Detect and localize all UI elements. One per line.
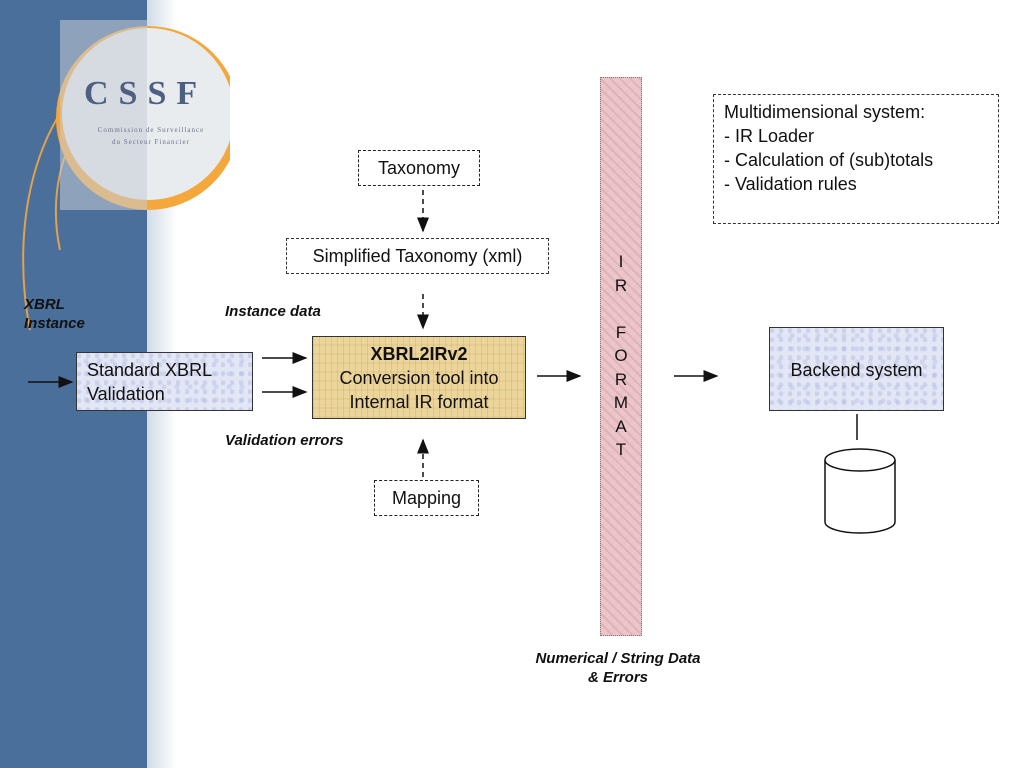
logo-subtitle: Commission de Surveillance du Secteur Fi… [86, 124, 216, 148]
taxonomy-label: Taxonomy [377, 158, 461, 178]
ir-format-bar [600, 77, 642, 636]
simplified-taxonomy-label: Simplified Taxonomy (xml) [312, 246, 523, 266]
ir-letter: R [614, 369, 628, 389]
multidimensional-item: - Calculation of (sub)totals [724, 150, 934, 170]
logo-graphic [22, 20, 230, 331]
mapping-box: Mapping [374, 480, 479, 516]
database-cylinder-top [824, 448, 896, 472]
logo-text: CSSF [84, 75, 208, 112]
database-cylinder-body [824, 460, 896, 534]
ir-letter: A [615, 416, 627, 436]
converter-line-1: Conversion tool into [339, 367, 499, 388]
ir-format-text: I R F O R M A T [600, 250, 642, 462]
ir-letter: I [618, 252, 624, 271]
backend-system-label: Backend system [790, 360, 923, 380]
converter-line-2: Internal IR format [349, 391, 489, 412]
ir-letter: F [615, 322, 627, 342]
multidimensional-item: - Validation rules [724, 174, 857, 194]
logo-subtitle-line-2: du Secteur Financier [112, 138, 190, 146]
logo-disc-shade [60, 20, 147, 210]
taxonomy-box: Taxonomy [358, 150, 480, 186]
standard-validation-line-2: Validation [87, 383, 165, 404]
mapping-label: Mapping [391, 488, 462, 508]
ir-letter: R [614, 275, 628, 295]
logo-subtitle-line-1: Commission de Surveillance [97, 126, 205, 134]
multidimensional-box: Multidimensional system: - IR Loader - C… [713, 94, 999, 224]
numerical-caption-line-1: Numerical / String Data [535, 650, 701, 667]
xbrl-instance-line-2: Instance [24, 315, 85, 332]
numerical-data-caption: Numerical / String Data & Errors [518, 649, 718, 687]
simplified-taxonomy-box: Simplified Taxonomy (xml) [286, 238, 549, 274]
numerical-caption-line-2: & Errors [587, 669, 649, 686]
ir-letter: T [615, 440, 627, 459]
multidimensional-title: Multidimensional system: [724, 102, 926, 122]
instance-data-label: Instance data [225, 303, 321, 320]
ir-letter: M [613, 393, 629, 412]
backend-system-box: Backend system [769, 327, 944, 411]
standard-validation-line-1: Standard XBRL [87, 359, 213, 380]
xbrl-instance-line-1: XBRL [24, 296, 65, 313]
converter-box: XBRL2IRv2 Conversion tool into Internal … [312, 336, 526, 419]
ir-letter [600, 297, 642, 321]
standard-validation-box: Standard XBRL Validation [76, 352, 253, 411]
validation-errors-label: Validation errors [225, 432, 344, 449]
xbrl-instance-label: XBRL Instance [24, 295, 85, 333]
multidimensional-item: - IR Loader [724, 126, 815, 146]
converter-title: XBRL2IRv2 [370, 343, 468, 364]
ir-letter: O [614, 346, 628, 365]
